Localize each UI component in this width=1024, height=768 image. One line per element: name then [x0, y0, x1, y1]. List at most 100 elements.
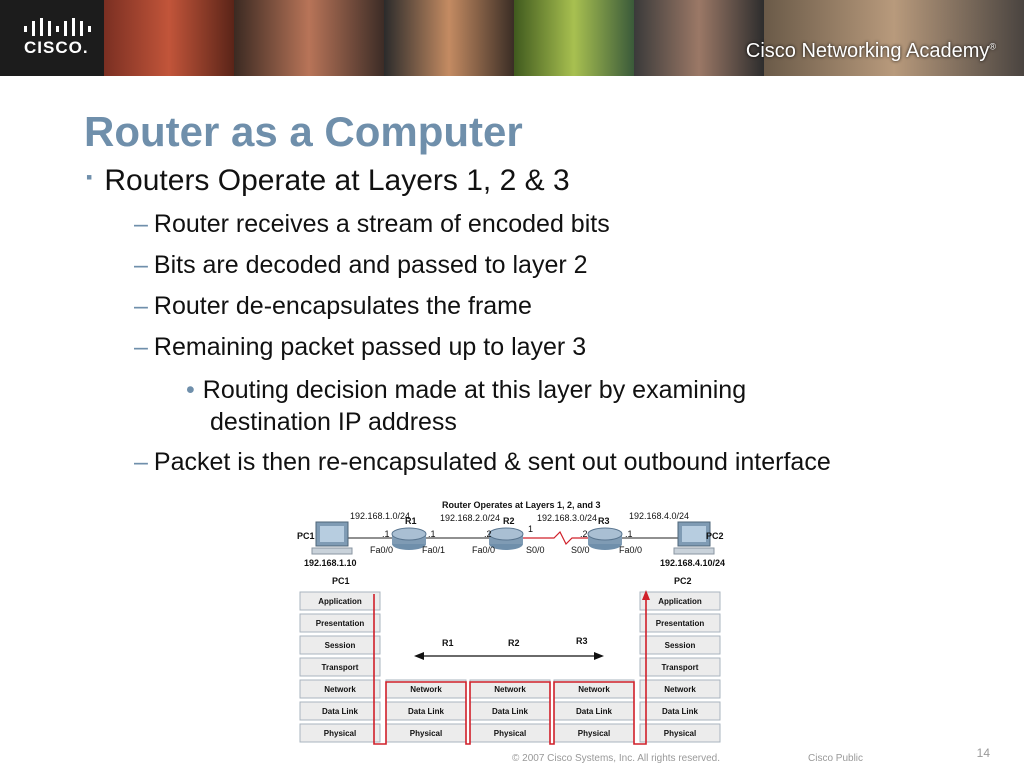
bullet-text: Bits are decoded and passed to layer 2	[153, 251, 588, 279]
layer-label: Network	[664, 685, 696, 694]
header-banner: CISCO. Cisco Networking Academy®	[0, 0, 1024, 76]
layer-label: Network	[578, 685, 610, 694]
square-bullet-icon: ▪	[86, 167, 93, 187]
layer-label: Network	[410, 685, 442, 694]
layer-box	[299, 591, 381, 611]
pc1-ip: 192.168.1.10	[304, 558, 357, 568]
diagram-title: Router Operates at Layers 1, 2, and 3	[442, 500, 601, 510]
banner-photo	[234, 0, 384, 76]
stack-header: PC1	[332, 576, 350, 586]
layer-label: Session	[665, 641, 696, 650]
arrow-label: R1	[442, 638, 454, 648]
dash-bullet-icon: –	[134, 292, 148, 320]
academy-title: Cisco Networking Academy®	[745, 40, 996, 62]
layer-box	[299, 657, 381, 677]
layer-label: Application	[658, 597, 702, 606]
layer-box	[639, 679, 721, 699]
router-label: R3	[598, 516, 610, 526]
layer-label: Transport	[662, 663, 699, 672]
bullet-level2: –Bits are decoded and passed to layer 2	[134, 251, 588, 280]
layer-box	[639, 591, 721, 611]
router-layers-diagram: Router Operates at Layers 1, 2, and 3 19…	[297, 500, 725, 745]
dash-bullet-icon: –	[134, 333, 148, 361]
host-octet: .1	[625, 529, 633, 539]
footer-copyright: © 2007 Cisco Systems, Inc. All rights re…	[512, 753, 721, 764]
banner-photo	[104, 0, 234, 76]
interface-label: Fa0/0	[370, 545, 393, 555]
arrow-label: R3	[576, 636, 588, 646]
bullet-level2: –Remaining packet passed up to layer 3	[134, 333, 586, 362]
layer-label: Transport	[322, 663, 359, 672]
interface-label: S0/0	[526, 545, 545, 555]
pc2-osi-stack: Application Presentation Session Transpo…	[639, 591, 721, 743]
layer-box	[299, 635, 381, 655]
pc1-computer-icon	[311, 521, 353, 555]
layer-label: Data Link	[408, 707, 445, 716]
host-octet: 1	[528, 524, 533, 534]
layer-box	[299, 613, 381, 633]
bullet-level3: •Routing decision made at this layer by …	[186, 374, 746, 438]
interface-label: S0/0	[571, 545, 590, 555]
bullet-text: Router de-encapsulates the frame	[153, 292, 532, 320]
stack-header: PC2	[674, 576, 692, 586]
router-r2-icon	[488, 527, 524, 550]
network-label: 192.168.2.0/24	[440, 513, 500, 523]
slide-title: Router as a Computer	[84, 108, 523, 155]
pc2-ip: 192.168.4.10/24	[660, 558, 725, 568]
cisco-logo: CISCO.	[0, 0, 104, 76]
bullet-level2: –Router receives a stream of encoded bit…	[134, 210, 610, 239]
host-octet: .1	[382, 529, 390, 539]
layer-label: Session	[325, 641, 356, 650]
banner-photo	[514, 0, 634, 76]
banner-photo	[634, 0, 764, 76]
serial-link	[520, 530, 592, 546]
host-octet: .1	[428, 529, 436, 539]
layer-label: Physical	[410, 729, 442, 738]
dash-bullet-icon: –	[134, 251, 148, 279]
layer-label: Presentation	[656, 619, 705, 628]
bullet-level2: –Router de-encapsulates the frame	[134, 292, 532, 321]
layer-box	[639, 723, 721, 743]
layer-label: Data Link	[492, 707, 529, 716]
layer-box	[299, 701, 381, 721]
bullet-text: Routers Operate at Layers 1, 2 & 3	[104, 164, 570, 197]
arrow-left-icon	[414, 652, 424, 660]
router-label: R1	[405, 516, 417, 526]
pc2-label: PC2	[706, 531, 724, 541]
cisco-wordmark: CISCO.	[24, 38, 89, 57]
dash-bullet-icon: –	[134, 210, 148, 238]
cisco-bridge-icon	[24, 18, 91, 36]
r1-stack: Network Data Link Physical	[385, 679, 467, 743]
layer-label: Data Link	[576, 707, 613, 716]
footer-classification: Cisco Public	[808, 753, 864, 764]
banner-photo	[384, 0, 514, 76]
network-label: 192.168.4.0/24	[629, 511, 689, 521]
layer-box	[639, 635, 721, 655]
layer-label: Data Link	[662, 707, 699, 716]
pc1-label: PC1	[297, 531, 315, 541]
layer-label: Physical	[578, 729, 610, 738]
router-r1-icon	[391, 527, 427, 550]
dot-bullet-icon: •	[186, 376, 195, 404]
layer-box	[639, 613, 721, 633]
arrow-right-icon	[594, 652, 604, 660]
layer-box	[299, 723, 381, 743]
layer-label: Network	[494, 685, 526, 694]
layer-label: Application	[318, 597, 362, 606]
page-number: 14	[976, 746, 990, 760]
bullet-level2: –Packet is then re-encapsulated & sent o…	[134, 448, 831, 477]
r2-stack: Network Data Link Physical	[469, 679, 551, 743]
layer-label: Data Link	[322, 707, 359, 716]
layer-label: Physical	[324, 729, 356, 738]
arrow-label: R2	[508, 638, 520, 648]
pc2-computer-icon	[673, 521, 715, 555]
packet-path	[373, 594, 647, 745]
layer-box	[639, 701, 721, 721]
router-r3-icon	[587, 527, 623, 550]
interface-label: Fa0/1	[422, 545, 445, 555]
layer-label: Physical	[494, 729, 526, 738]
r3-stack: Network Data Link Physical	[553, 679, 635, 743]
bullet-level1: ▪ Routers Operate at Layers 1, 2 & 3	[86, 164, 570, 198]
dash-bullet-icon: –	[134, 448, 148, 476]
network-label: 192.168.3.0/24	[537, 513, 597, 523]
